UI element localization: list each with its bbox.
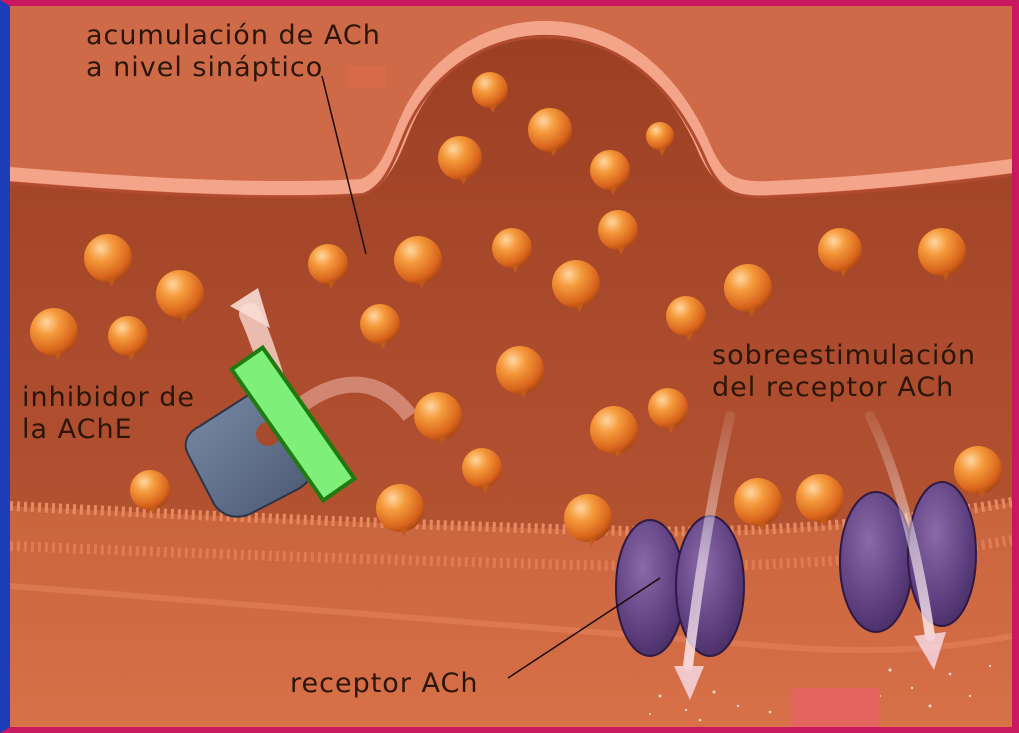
label-receptor-text: receptor ACh (290, 668, 478, 700)
ach-molecule-icon (590, 150, 630, 190)
label-receptor-ach: receptor ACh (290, 668, 478, 700)
ach-molecule-icon (648, 388, 688, 428)
ach-molecule-icon (414, 392, 462, 440)
ach-molecule-icon (156, 270, 204, 318)
ach-molecule-icon (394, 236, 442, 284)
label-inhibidor-line1: inhibidor de (22, 382, 195, 414)
ach-molecule-icon (360, 304, 400, 344)
ach-molecule-icon (528, 108, 572, 152)
ach-molecule-icon (462, 448, 502, 488)
label-sobreestimulacion-line1: sobreestimulación (712, 340, 976, 372)
label-inhibidor-line2: la AChE (22, 414, 195, 446)
ach-molecule-icon (130, 470, 170, 510)
ach-molecule-icon (438, 136, 482, 180)
ach-molecule-icon (818, 228, 862, 272)
ach-molecule-icon (796, 474, 844, 522)
label-acumulacion-line1: acumulación de ACh (86, 20, 381, 52)
ach-molecule-icon (918, 228, 966, 276)
label-acumulacion-line2: a nivel sináptico (86, 52, 381, 84)
ach-molecule-icon (598, 210, 638, 250)
ach-molecule-icon (492, 228, 532, 268)
label-sobreestimulacion: sobreestimulación del receptor ACh (712, 340, 976, 404)
label-acumulacion-ach: acumulación de ACh a nivel sináptico (86, 20, 381, 84)
label-sobreestimulacion-line2: del receptor ACh (712, 372, 976, 404)
ach-molecule-icon (308, 244, 348, 284)
ach-molecule-icon (30, 308, 78, 356)
ach-molecule-icon (552, 260, 600, 308)
ach-molecule-icon (564, 494, 612, 542)
ach-molecule-icon (472, 72, 508, 108)
ach-molecule-icon (666, 296, 706, 336)
ach-molecule-icon (724, 264, 772, 312)
ach-molecule-icon (646, 122, 674, 150)
ach-molecule-icon (954, 446, 1002, 494)
ach-molecule-icon (108, 316, 148, 356)
label-cover-patch (792, 688, 880, 728)
ach-molecule-icon (376, 484, 424, 532)
ach-molecule-icon (496, 346, 544, 394)
ach-molecule-icon (590, 406, 638, 454)
ach-molecule-icon (84, 234, 132, 282)
ach-molecule-icon (734, 478, 782, 526)
label-inhibidor-ache: inhibidor de la AChE (22, 382, 195, 446)
